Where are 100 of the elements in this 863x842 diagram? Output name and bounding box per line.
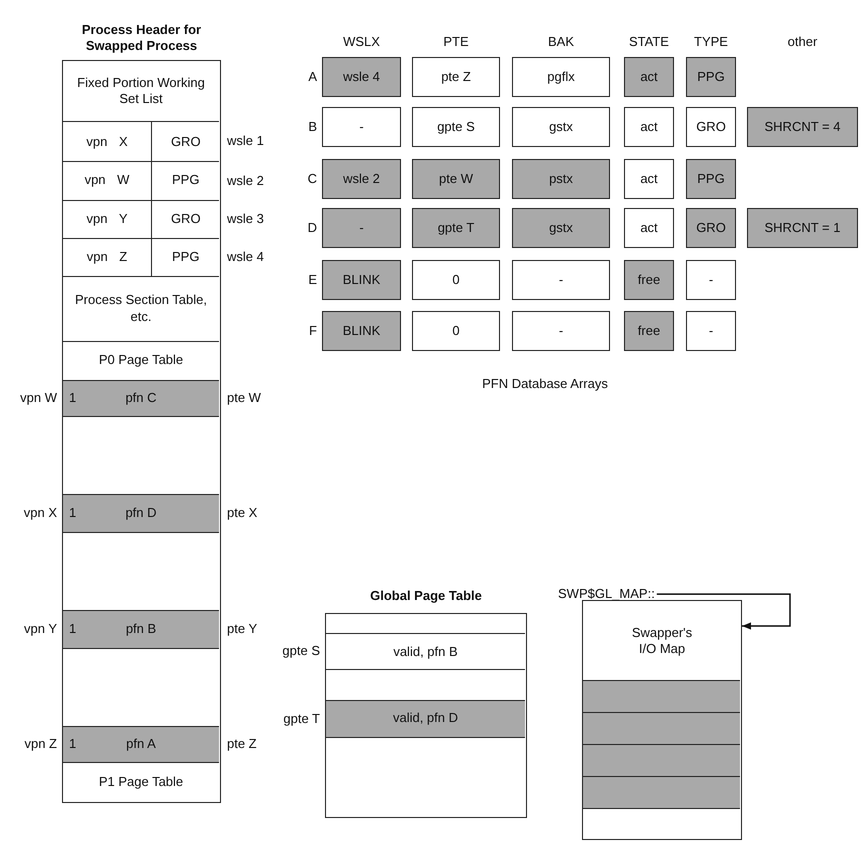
table-row xyxy=(326,700,525,736)
valid-bit: 1 xyxy=(69,620,76,638)
arrow xyxy=(656,593,791,630)
page-type: GRO xyxy=(170,210,201,228)
array-value: pte Z xyxy=(440,68,472,86)
array-value: - xyxy=(358,220,365,236)
array-entry xyxy=(624,260,674,300)
row-letter: E xyxy=(308,272,317,288)
entry-annotation: wsle 1 xyxy=(227,132,264,150)
page-frame-number: pfn C xyxy=(125,390,157,406)
entry-text: Fixed Portion Working Set List xyxy=(76,74,206,108)
array-entry xyxy=(412,260,500,300)
entry-annotation: pte W xyxy=(227,390,261,406)
array-entry xyxy=(624,208,674,248)
array-entry xyxy=(512,260,610,300)
page-table-entry xyxy=(63,494,219,532)
array-entry xyxy=(322,260,401,300)
array-entry xyxy=(747,208,858,248)
empty-row xyxy=(583,776,740,808)
entry-text: P1 Page Table xyxy=(98,774,184,790)
empty-row xyxy=(583,712,740,744)
empty-row xyxy=(583,744,740,776)
array-entry xyxy=(624,311,674,351)
page-frame-number: pfn A xyxy=(126,736,156,752)
array-entry xyxy=(624,107,674,147)
column-heading: other xyxy=(788,34,818,50)
array-value: gpte S xyxy=(436,118,476,136)
array-value: free xyxy=(636,322,662,340)
page-table-entry xyxy=(63,610,219,648)
valid-bit: 1 xyxy=(69,504,76,522)
entry-text: valid, pfn D xyxy=(392,710,460,727)
virtual-page-number: vpn Z xyxy=(86,248,128,266)
virtual-page-number: vpn Y xyxy=(86,210,128,228)
array-entry xyxy=(624,57,674,97)
row-letter: C xyxy=(308,170,317,188)
column-heading: WSLX xyxy=(343,34,380,50)
page-type: GRO xyxy=(170,134,201,150)
column-heading: BAK xyxy=(548,34,574,50)
array-entry xyxy=(412,107,500,147)
array-value: pstx xyxy=(548,170,574,188)
array-value: SHRCNT = 4 xyxy=(764,118,842,136)
entry-text: Process Section Table, etc. xyxy=(74,292,208,325)
row-letter: D xyxy=(308,220,317,236)
table-heading: Global Page Table xyxy=(370,588,482,604)
array-entry xyxy=(412,57,500,97)
array-entry xyxy=(322,208,401,248)
empty-row xyxy=(583,680,740,712)
page-frame-number: pfn B xyxy=(126,620,156,638)
entry-annotation: gpte T xyxy=(283,710,320,727)
entry-annotation: pte Z xyxy=(227,736,257,752)
array-entry xyxy=(512,57,610,97)
array-value: - xyxy=(358,118,365,136)
entry-annotation: wsle 2 xyxy=(227,172,264,189)
array-entry xyxy=(512,311,610,351)
array-value: PPG xyxy=(696,170,726,188)
virtual-page-number: vpn X xyxy=(86,134,128,150)
entry-text: valid, pfn B xyxy=(392,644,459,660)
array-entry xyxy=(512,159,610,199)
io-map-table xyxy=(582,600,742,840)
array-value: gstx xyxy=(548,118,574,136)
array-entry xyxy=(322,311,401,351)
array-value: BLINK xyxy=(342,322,382,340)
page-table-entry xyxy=(63,380,219,416)
array-entry xyxy=(686,260,736,300)
entry-text: P0 Page Table xyxy=(98,352,184,369)
array-value: pgflx xyxy=(546,68,576,86)
array-entry xyxy=(322,57,401,97)
array-value: 0 xyxy=(451,272,461,288)
entry-annotation: vpn Z xyxy=(24,736,57,752)
array-entry xyxy=(686,107,736,147)
array-entry xyxy=(686,57,736,97)
page-type: PPG xyxy=(172,248,200,266)
array-value: act xyxy=(639,118,659,136)
array-value: GRO xyxy=(695,220,727,236)
array-entry xyxy=(747,107,858,147)
page-table-entry xyxy=(63,726,219,762)
column-heading: PTE xyxy=(443,34,469,50)
array-entry xyxy=(412,311,500,351)
entry-annotation: vpn W xyxy=(20,390,57,406)
virtual-page-number: vpn W xyxy=(84,172,130,189)
page-frame-number: pfn D xyxy=(125,504,157,522)
array-value: act xyxy=(639,220,659,236)
array-entry xyxy=(686,159,736,199)
array-entry xyxy=(412,159,500,199)
entry-annotation: gpte S xyxy=(282,642,320,660)
entry-annotation: wsle 3 xyxy=(227,210,264,228)
array-value: free xyxy=(636,272,662,288)
array-entry xyxy=(512,208,610,248)
array-value: 0 xyxy=(451,322,461,340)
array-value: - xyxy=(558,322,564,340)
array-value: SHRCNT = 1 xyxy=(764,220,842,236)
array-value: GRO xyxy=(695,118,727,136)
valid-bit: 1 xyxy=(69,390,76,406)
valid-bit: 1 xyxy=(69,736,76,752)
array-value: BLINK xyxy=(342,272,382,288)
entry-annotation: vpn Y xyxy=(24,620,57,638)
array-entry xyxy=(412,208,500,248)
caption: PFN Database Arrays xyxy=(482,376,608,392)
table-row xyxy=(63,160,219,200)
table-heading: Process Header for Swapped Process xyxy=(80,22,202,54)
